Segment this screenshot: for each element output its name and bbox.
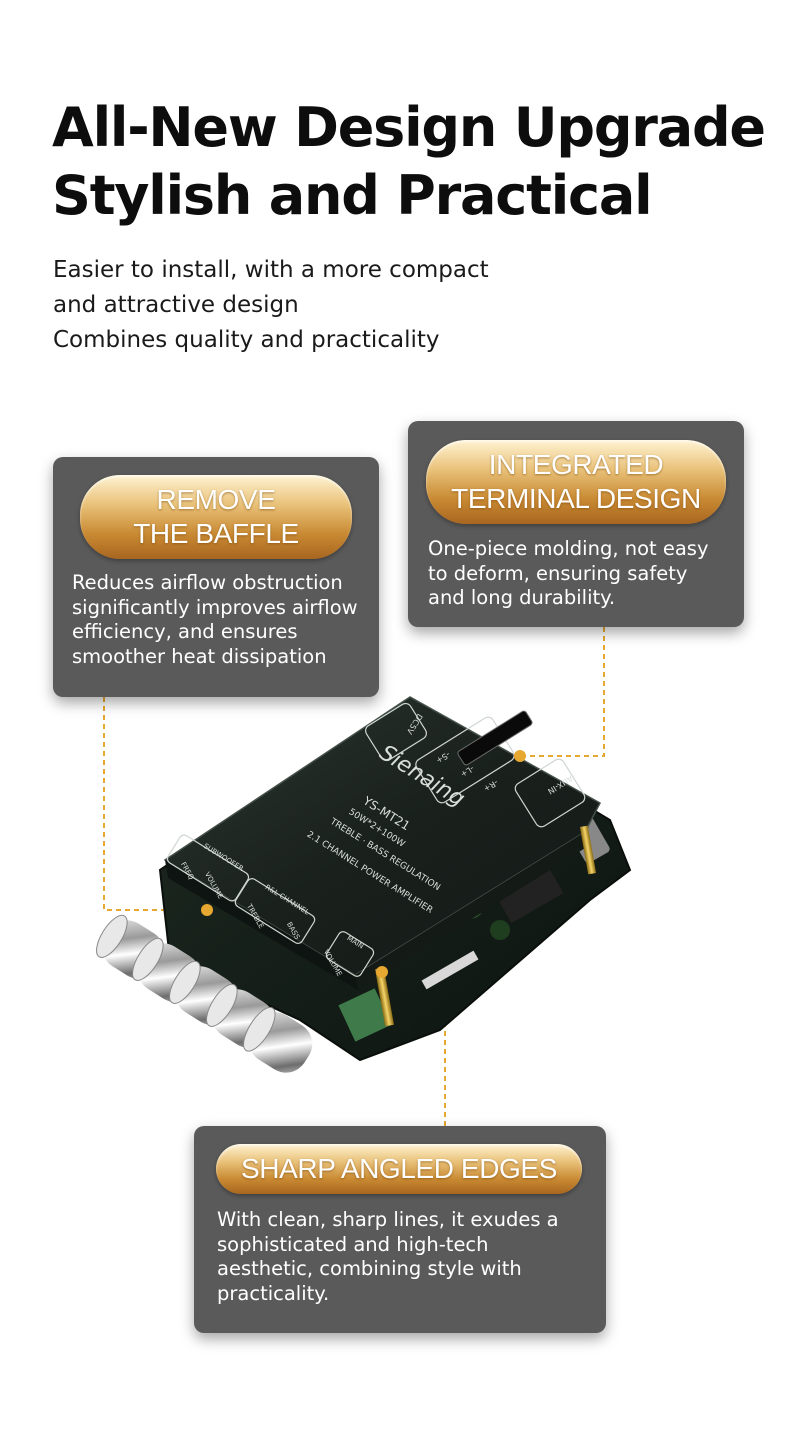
- sharp-edges-pill: SHARP ANGLED EDGES: [216, 1144, 582, 1194]
- integrated-terminal-desc-3: and long durability.: [428, 586, 616, 609]
- integrated-terminal-desc-1: One-piece molding, not easy: [428, 537, 709, 560]
- integrated-terminal-title-1: INTEGRATED: [488, 449, 664, 480]
- remove-baffle-desc: Reduces airflow obstruction significantl…: [72, 571, 358, 669]
- sharp-edges-desc-1: With clean, sharp lines, it exudes a: [217, 1208, 559, 1231]
- page-subtitle: Easier to install, with a more compact a…: [53, 253, 489, 358]
- integrated-terminal-desc-2: to deform, ensuring safety: [428, 561, 688, 585]
- remove-baffle-desc-3: efficiency, and ensures: [72, 620, 298, 643]
- remove-baffle-title-2: THE BAFFLE: [133, 518, 299, 549]
- integrated-terminal-card: INTEGRATED TERMINAL DESIGN One-piece mol…: [408, 421, 744, 627]
- remove-baffle-desc-1: Reduces airflow obstruction: [72, 571, 343, 594]
- remove-baffle-pill: REMOVE THE BAFFLE: [80, 475, 352, 559]
- remove-baffle-card: REMOVE THE BAFFLE Reduces airflow obstru…: [53, 457, 379, 697]
- subtitle-line-3: Combines quality and practicality: [53, 327, 440, 353]
- panel-markings: [166, 702, 586, 977]
- integrated-terminal-title-2: TERMINAL DESIGN: [451, 483, 701, 514]
- housing-edge: [165, 860, 358, 990]
- integrated-terminal-desc: One-piece molding, not easy to deform, e…: [428, 537, 709, 611]
- page-title: All-New Design Upgrade Stylish and Pract…: [52, 94, 766, 230]
- sharp-edges-title: SHARP ANGLED EDGES: [241, 1153, 557, 1184]
- control-knobs: [96, 914, 313, 1073]
- sharp-edges-desc-3: aesthetic, combining style with: [217, 1257, 522, 1280]
- terminal-slot: [457, 710, 533, 766]
- title-line-1: All-New Design Upgrade: [52, 96, 766, 159]
- remove-baffle-title-1: REMOVE: [156, 484, 276, 515]
- gold-pin-left: [375, 967, 394, 1027]
- callout-anchor-dots: [201, 750, 526, 978]
- housing-top: [163, 696, 602, 976]
- sharp-edges-card: SHARP ANGLED EDGES With clean, sharp lin…: [194, 1126, 606, 1333]
- integrated-terminal-pill: INTEGRATED TERMINAL DESIGN: [426, 440, 726, 524]
- subtitle-line-2: and attractive design: [53, 292, 299, 318]
- sharp-edges-desc: With clean, sharp lines, it exudes a sop…: [217, 1208, 559, 1306]
- remove-baffle-desc-4: smoother heat dissipation: [72, 644, 327, 668]
- subtitle-line-1: Easier to install, with a more compact: [53, 257, 489, 283]
- title-line-2: Stylish and Practical: [52, 164, 653, 227]
- remove-baffle-desc-2: significantly improves airflow: [72, 595, 358, 619]
- sharp-edges-desc-4: practicality.: [217, 1281, 330, 1305]
- sharp-edges-desc-2: sophisticated and high-tech: [217, 1232, 489, 1256]
- gold-pin-right: [579, 825, 597, 875]
